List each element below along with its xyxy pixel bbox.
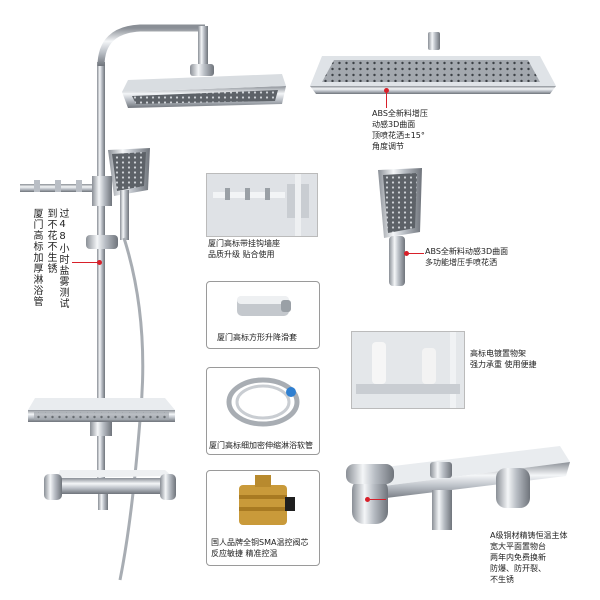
rain-head-detail bbox=[310, 32, 556, 94]
shelf-photo bbox=[351, 331, 465, 409]
slider-box: 厦门高标方形升降滑套 bbox=[206, 281, 320, 349]
hose-caption-line1: 厦门高标细加密伸缩淋浴软管 bbox=[209, 441, 313, 450]
mixer-caption-line4: 防爆、防开裂、 bbox=[490, 564, 546, 573]
hook-wall-seat bbox=[20, 176, 112, 206]
mixer-caption-line5: 不生锈 bbox=[490, 575, 514, 584]
left-callout-col1: 厦门高标加厚淋浴管 bbox=[31, 208, 42, 307]
hook-photo bbox=[206, 173, 318, 237]
valve-box: 国人品牌全铜SMA温控阀芯 反应敏捷 精准控温 bbox=[206, 470, 320, 566]
slider-caption-line1: 厦门高标方形升降滑套 bbox=[217, 333, 297, 342]
handheld-shower bbox=[108, 148, 150, 240]
shelf-caption-line2: 强力承重 使用便捷 bbox=[470, 360, 537, 369]
head-callout-leader bbox=[386, 92, 387, 108]
head-callout-line2: 动感3D曲面 bbox=[372, 120, 416, 129]
left-callout-dot bbox=[97, 260, 102, 265]
handheld-callout-line2: 多功能增压手喷花洒 bbox=[425, 258, 497, 267]
head-callout-line1: ABS全新料增压 bbox=[372, 109, 428, 118]
head-callout-line3: 顶喷花洒±15° bbox=[372, 131, 425, 140]
hose-box: 厦门高标细加密伸缩淋浴软管 bbox=[206, 367, 320, 455]
thermostatic-mixer bbox=[44, 470, 176, 510]
left-callout-leader bbox=[72, 262, 100, 263]
hook-caption-line1: 厦门高标带挂钩墙座 bbox=[208, 239, 280, 248]
head-callout-line4: 角度调节 bbox=[372, 142, 404, 151]
mixer-caption-line2: 宽大平面置物台 bbox=[490, 542, 546, 551]
left-callout-col3: 过48小时盐雾测试 bbox=[57, 208, 68, 309]
valve-caption-line1: 国人品牌全铜SMA温控阀芯 bbox=[211, 538, 309, 547]
mixer-callout-leader bbox=[370, 499, 386, 500]
head-callout-dot bbox=[384, 88, 389, 93]
riser-pipe bbox=[97, 24, 208, 492]
handheld-callout-leader bbox=[408, 253, 424, 254]
hook-caption-line2: 品质升级 贴合使用 bbox=[208, 250, 275, 259]
handheld-callout-line1: ABS全新料动感3D曲面 bbox=[425, 247, 509, 256]
storage-shelf bbox=[28, 398, 175, 436]
shelf-caption-line1: 高标电镀置物架 bbox=[470, 349, 526, 358]
mixer-caption-line3: 两年内免费换新 bbox=[490, 553, 546, 562]
left-callout-col2: 到不花不生锈 bbox=[45, 208, 56, 274]
handheld-callout-dot bbox=[404, 251, 409, 256]
mixer-callout-dot bbox=[365, 497, 370, 502]
valve-caption-line2: 反应敏捷 精准控温 bbox=[211, 549, 278, 558]
rain-shower-head bbox=[122, 64, 286, 108]
rail-slider bbox=[86, 235, 118, 249]
mixer-caption-line1: A级铜材精铸恒温主体 bbox=[490, 531, 568, 540]
mixer-detail bbox=[346, 446, 570, 530]
handheld-detail bbox=[378, 168, 422, 286]
